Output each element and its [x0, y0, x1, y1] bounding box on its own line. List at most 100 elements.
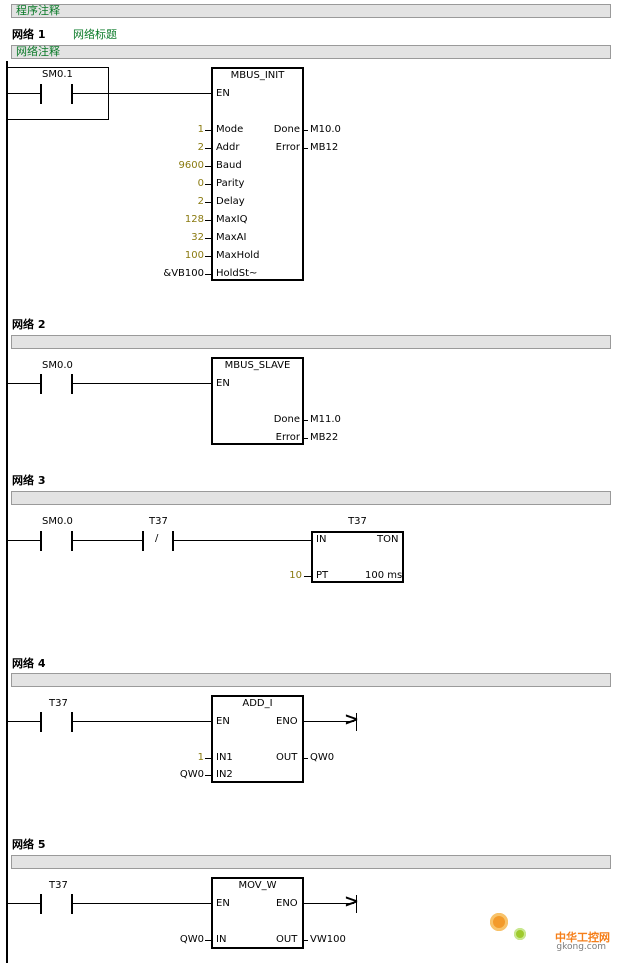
mbus-init-maxai-value[interactable]: 32: [191, 232, 204, 243]
program-comment-bar[interactable]: 程序注释: [11, 4, 611, 18]
mbus-init-addr-value[interactable]: 2: [197, 142, 204, 153]
mbus-init-maxhold-value[interactable]: 100: [184, 250, 204, 261]
mbus-init-baud-value[interactable]: 9600: [178, 160, 204, 171]
contact-t37-nc-left[interactable]: [142, 531, 144, 551]
contact-sm00-n3-left[interactable]: [40, 531, 42, 551]
mbus-init-addr-pin: Addr: [216, 142, 240, 153]
add-i-out-pin: OUT: [276, 752, 298, 763]
contact-t37-n4-label: T37: [49, 698, 68, 709]
mbus-slave-error-value[interactable]: MB22: [310, 432, 339, 443]
wire: [8, 540, 41, 541]
ton-timer-block[interactable]: [311, 531, 404, 583]
mbus-init-parity-value[interactable]: 0: [197, 178, 204, 189]
network-3-comment-bar[interactable]: [11, 491, 611, 505]
network-1-label[interactable]: 网络 1: [12, 28, 46, 41]
contact-sm00-left[interactable]: [40, 374, 42, 394]
contact-sm00-label: SM0.0: [42, 360, 73, 371]
wire: [205, 202, 212, 203]
wire: [73, 903, 213, 904]
contact-t37-n5-left[interactable]: [40, 894, 42, 914]
mbus-init-holdst-value[interactable]: &VB100: [163, 268, 204, 279]
wire: [205, 238, 212, 239]
network-4-comment-bar[interactable]: [11, 673, 611, 687]
mbus-init-block[interactable]: [211, 67, 304, 281]
mbus-init-mode-value[interactable]: 1: [197, 124, 204, 135]
contact-sm00-n3-label: SM0.0: [42, 516, 73, 527]
wire: [302, 940, 308, 941]
ton-type: TON: [377, 534, 399, 545]
add-i-in1-value[interactable]: 1: [197, 752, 204, 763]
add-i-title: ADD_I: [242, 698, 273, 709]
ton-top-label: T37: [348, 516, 367, 527]
network-5-comment-bar[interactable]: [11, 855, 611, 869]
wire: [8, 721, 41, 722]
contact-sm01-left[interactable]: [40, 84, 42, 104]
wire: [302, 420, 308, 421]
add-i-in2-value[interactable]: QW0: [179, 769, 204, 780]
wire: [73, 93, 213, 94]
wire: [205, 184, 212, 185]
mbus-slave-done-pin: Done: [273, 414, 300, 425]
program-comment-text: 程序注释: [16, 4, 60, 17]
mbus-slave-en: EN: [216, 378, 230, 389]
wire: [8, 383, 41, 384]
wire: [302, 758, 308, 759]
watermark-gear-icon: [490, 913, 508, 931]
add-i-eno: ENO: [276, 716, 298, 727]
network-1-title[interactable]: 网络标题: [73, 28, 117, 41]
add-i-out-value[interactable]: QW0: [310, 752, 335, 763]
mov-w-in-pin: IN: [216, 934, 227, 945]
network-3-label[interactable]: 网络 3: [12, 474, 46, 487]
wire: [8, 93, 41, 94]
mbus-init-error-pin: Error: [275, 142, 300, 153]
wire: [302, 438, 308, 439]
mbus-slave-done-value[interactable]: M11.0: [310, 414, 341, 425]
wire: [205, 130, 212, 131]
ton-pt-pin: PT: [316, 570, 329, 581]
network-5-label[interactable]: 网络 5: [12, 838, 46, 851]
mbus-init-holdst-pin: HoldSt~: [216, 268, 258, 279]
wire: [8, 903, 41, 904]
add-i-in1-pin: IN1: [216, 752, 233, 763]
contact-sm01-label: SM0.1: [42, 69, 73, 80]
contact-t37-n4-left[interactable]: [40, 712, 42, 732]
contact-sm01-right[interactable]: [71, 84, 73, 104]
mov-w-out-value[interactable]: VW100: [310, 934, 346, 945]
mbus-init-error-value[interactable]: MB12: [310, 142, 339, 153]
contact-t37-n5-label: T37: [49, 880, 68, 891]
wire: [73, 540, 143, 541]
mbus-init-delay-pin: Delay: [216, 196, 245, 207]
mbus-init-maxai-pin: MaxAI: [216, 232, 247, 243]
wire: [73, 721, 213, 722]
wire: [302, 903, 354, 904]
mbus-init-done-pin: Done: [273, 124, 300, 135]
watermark-logo: 中华工控网 gkong.com: [555, 929, 610, 952]
network-1-comment-text: 网络注释: [16, 45, 60, 58]
ton-in-pin: IN: [316, 534, 327, 545]
mov-w-eno: ENO: [276, 898, 298, 909]
mbus-init-done-value[interactable]: M10.0: [310, 124, 341, 135]
network-4-label[interactable]: 网络 4: [12, 657, 46, 670]
mbus-init-maxiq-value[interactable]: 128: [184, 214, 204, 225]
ton-pt-value[interactable]: 10: [289, 570, 302, 581]
network-2-label[interactable]: 网络 2: [12, 318, 46, 331]
contact-sm00-right[interactable]: [71, 374, 73, 394]
contact-t37-nc-right[interactable]: [172, 531, 174, 551]
add-i-block[interactable]: [211, 695, 304, 783]
mov-w-eno-arrow: >: [344, 891, 360, 912]
mov-w-block[interactable]: [211, 877, 304, 949]
wire: [356, 895, 357, 913]
wire: [205, 166, 212, 167]
mbus-init-maxiq-pin: MaxIQ: [216, 214, 248, 225]
network-1-comment-bar[interactable]: 网络注释: [11, 45, 611, 59]
mbus-slave-block[interactable]: [211, 357, 304, 445]
mov-w-title: MOV_W: [238, 880, 277, 891]
network-2-comment-bar[interactable]: [11, 335, 611, 349]
watermark-gear-small-icon: [514, 928, 526, 940]
contact-t37-n4-right[interactable]: [71, 712, 73, 732]
contact-t37-n5-right[interactable]: [71, 894, 73, 914]
watermark-brand: 中华工控网: [555, 931, 610, 944]
mbus-init-delay-value[interactable]: 2: [197, 196, 204, 207]
mov-w-in-value[interactable]: QW0: [179, 934, 204, 945]
contact-sm00-n3-right[interactable]: [71, 531, 73, 551]
